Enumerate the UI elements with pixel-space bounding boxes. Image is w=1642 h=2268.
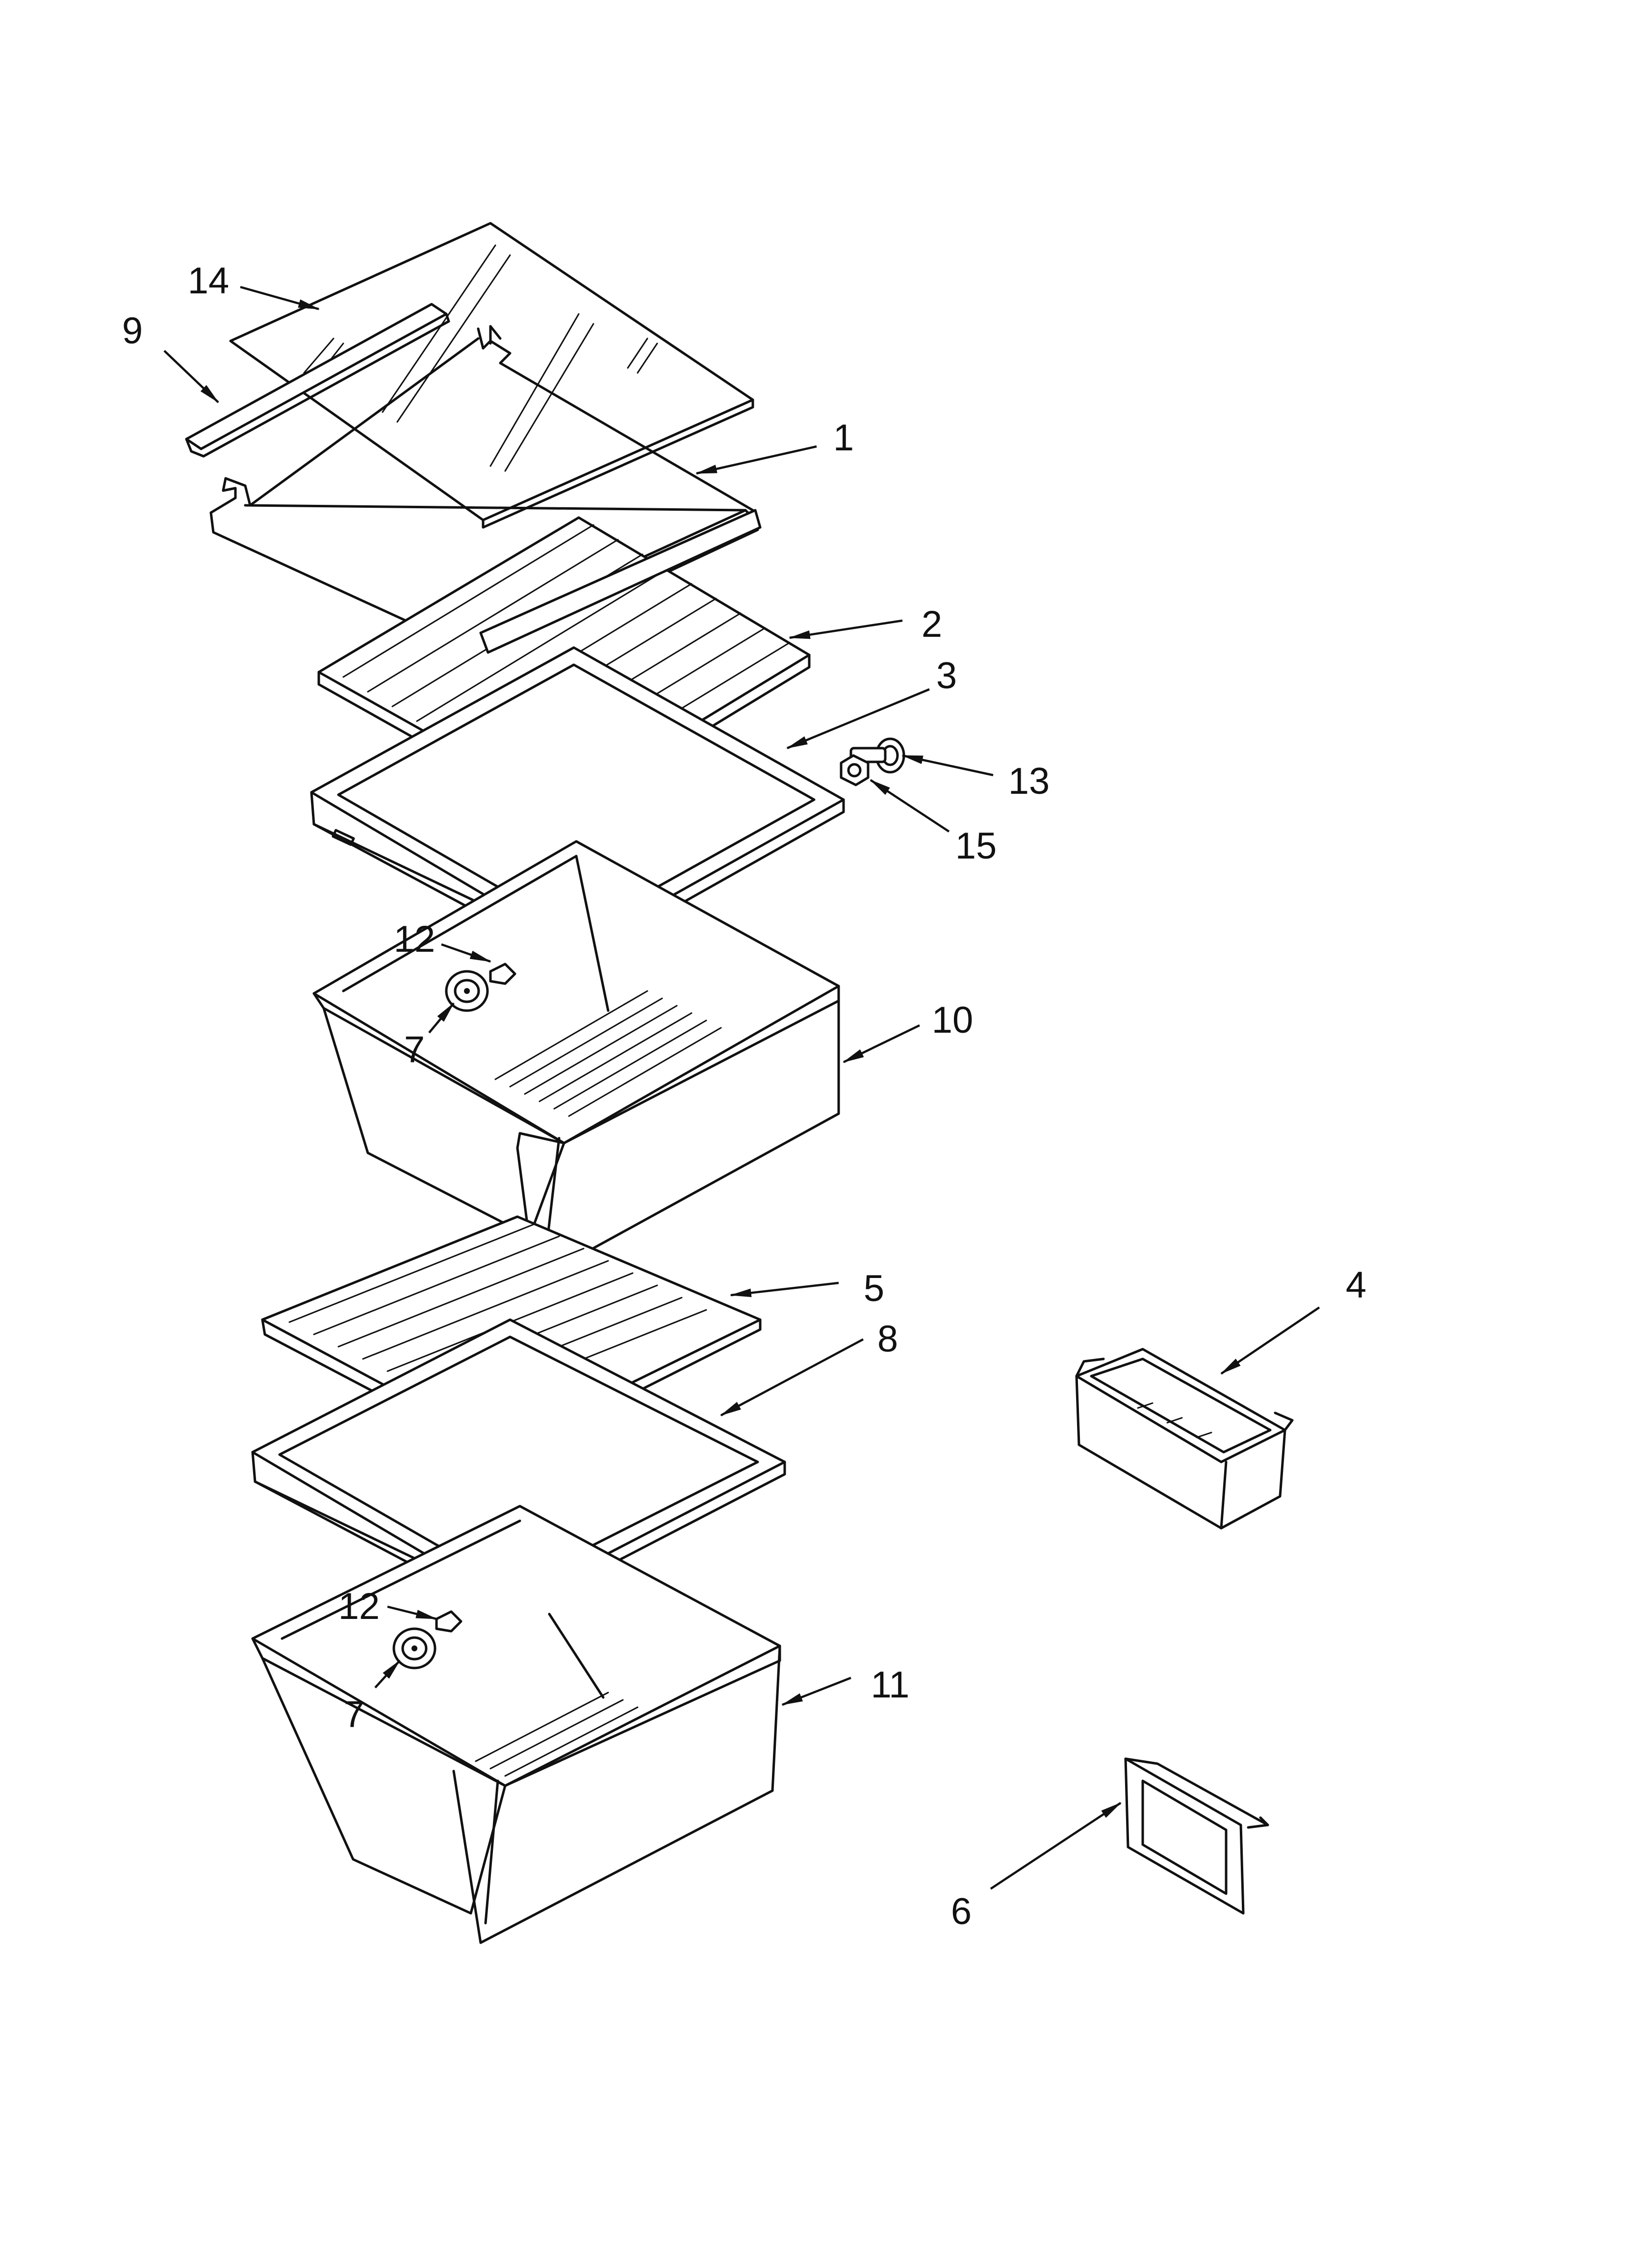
leader-14 bbox=[240, 286, 320, 311]
leader-6 bbox=[990, 1802, 1122, 1890]
leader-7-lower bbox=[374, 1660, 401, 1689]
leader-5 bbox=[729, 1281, 839, 1298]
leader-4 bbox=[1220, 1306, 1320, 1375]
callout-5: 5 bbox=[864, 1268, 884, 1309]
slide-hardware-part-15 bbox=[840, 754, 870, 786]
leader-1 bbox=[695, 445, 817, 475]
callout-4: 4 bbox=[1346, 1264, 1366, 1306]
callout-7-upper: 7 bbox=[404, 1029, 425, 1070]
drawer-roller-part-7-upper bbox=[445, 970, 489, 1012]
drawer-slide-part-12-upper bbox=[489, 963, 516, 985]
callout-6: 6 bbox=[951, 1891, 972, 1932]
callout-leaders bbox=[163, 286, 1320, 1890]
leader-8 bbox=[720, 1338, 864, 1416]
leader-11 bbox=[781, 1676, 851, 1706]
callout-15: 15 bbox=[955, 825, 997, 867]
leader-15 bbox=[870, 779, 950, 833]
callout-3: 3 bbox=[936, 655, 957, 697]
glass-shelf-part-14 bbox=[229, 222, 754, 529]
callout-14: 14 bbox=[188, 260, 230, 302]
callout-11: 11 bbox=[871, 1664, 910, 1706]
drawer-slide-part-12-lower bbox=[435, 1610, 462, 1633]
crisper-drawer-part-10 bbox=[312, 840, 840, 1282]
leader-3 bbox=[786, 688, 930, 750]
callout-9: 9 bbox=[122, 310, 143, 352]
leader-9 bbox=[163, 350, 219, 403]
label-holder-part-6 bbox=[1124, 1757, 1269, 1915]
bin-part-4 bbox=[1075, 1348, 1294, 1530]
callout-12-upper: 12 bbox=[394, 918, 436, 960]
callout-2: 2 bbox=[922, 603, 942, 645]
leader-7-upper bbox=[428, 1002, 455, 1034]
callout-8: 8 bbox=[877, 1318, 898, 1360]
callout-12-lower: 12 bbox=[338, 1586, 380, 1627]
shelf-rail-part-9 bbox=[185, 303, 450, 458]
callout-1: 1 bbox=[833, 417, 854, 459]
leader-10 bbox=[843, 1024, 920, 1064]
drawer-roller-part-7-lower bbox=[392, 1627, 436, 1669]
leader-12-upper bbox=[441, 943, 492, 963]
crisper-drawer-part-11 bbox=[251, 1505, 781, 1944]
callout-labels: 14 9 1 2 3 13 15 12 7 10 5 8 4 12 7 11 6 bbox=[122, 260, 1366, 1932]
callout-10: 10 bbox=[932, 999, 974, 1041]
leader-13 bbox=[901, 754, 994, 777]
leader-12-lower bbox=[387, 1605, 438, 1620]
callout-7-lower: 7 bbox=[344, 1694, 364, 1735]
leader-2 bbox=[788, 619, 903, 639]
callout-13: 13 bbox=[1008, 760, 1050, 802]
